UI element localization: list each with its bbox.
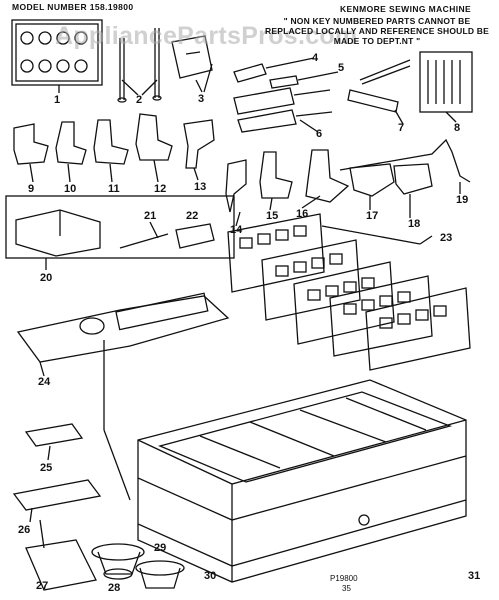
needle-card <box>419 51 473 123</box>
small-screwdrivers <box>233 57 339 89</box>
pattern-cams <box>227 213 471 371</box>
callout-25: 25 <box>40 462 53 474</box>
callout-2: 2 <box>136 94 143 106</box>
presser-feet-row <box>13 113 215 183</box>
spool-pins <box>117 28 162 103</box>
large-screwdrivers <box>233 87 333 133</box>
callout-17: 17 <box>366 210 379 222</box>
callout-20: 20 <box>40 272 53 284</box>
callout-1: 1 <box>54 94 61 106</box>
model-number-label: MODEL NUMBER 158.19800 <box>12 2 134 12</box>
callout-19: 19 <box>456 194 469 206</box>
callout-13: 13 <box>194 181 207 193</box>
callout-9: 9 <box>28 183 35 195</box>
callout-12: 12 <box>154 183 167 195</box>
callout-21: 21 <box>144 210 157 222</box>
callout-31: 31 <box>468 570 481 582</box>
needle-pack <box>171 35 213 93</box>
callout-18: 18 <box>408 218 421 230</box>
watermark: AppliancePartsPros.com <box>55 22 358 50</box>
callout-8: 8 <box>454 122 461 134</box>
needle-plates <box>12 423 102 591</box>
callout-7: 7 <box>398 122 405 134</box>
bobbin-box <box>11 19 103 93</box>
machine-label: KENMORE SEWING MACHINE <box>340 4 472 14</box>
storage-case <box>103 340 467 583</box>
callout-16: 16 <box>296 208 309 220</box>
callout-4: 4 <box>312 52 319 64</box>
callout-22: 22 <box>186 210 199 222</box>
callout-30: 30 <box>204 570 217 582</box>
callout-10: 10 <box>64 183 77 195</box>
callout-23: 23 <box>440 232 453 244</box>
callout-28: 28 <box>108 582 121 594</box>
diagram-code: P19800 <box>330 574 358 583</box>
callout-26: 26 <box>18 524 31 536</box>
diagram-sub-code: 35 <box>342 584 351 593</box>
callout-14: 14 <box>230 224 243 236</box>
spool-bases <box>91 543 185 589</box>
callout-5: 5 <box>338 62 345 74</box>
callout-27: 27 <box>36 580 49 592</box>
callout-24: 24 <box>38 376 51 388</box>
extension-table <box>16 292 230 377</box>
callout-6: 6 <box>316 128 323 140</box>
callout-3: 3 <box>198 93 205 105</box>
accessory-box <box>5 195 235 270</box>
replacement-note: " NON KEY NUMBERED PARTS CANNOT BE REPLA… <box>265 16 489 46</box>
seam-ripper <box>347 59 411 125</box>
callout-15: 15 <box>266 210 279 222</box>
callout-29: 29 <box>154 542 167 554</box>
presser-feet-row-2 <box>225 138 471 227</box>
callout-11: 11 <box>108 183 120 195</box>
